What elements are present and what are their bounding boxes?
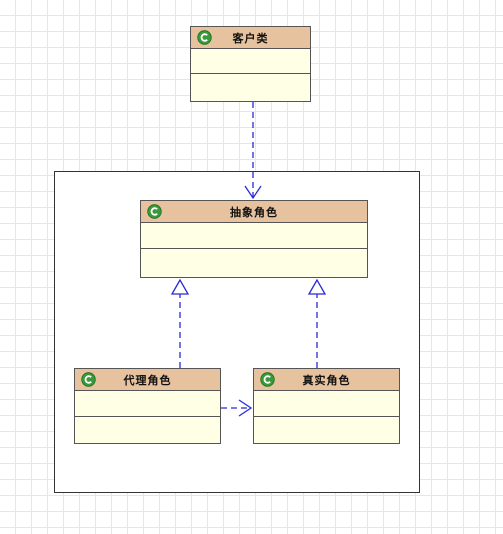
class-client[interactable]: 客户类	[190, 26, 311, 102]
class-subject-attributes	[141, 223, 367, 249]
class-subject-header: 抽象角色	[141, 201, 367, 223]
class-proxy-header: 代理角色	[75, 369, 220, 391]
class-real-header: 真实角色	[254, 369, 399, 391]
class-client-header: 客户类	[191, 27, 310, 49]
class-proxy-operations	[75, 417, 220, 443]
class-proxy[interactable]: 代理角色	[74, 368, 221, 444]
class-c-icon	[81, 372, 96, 387]
class-subject-name: 抽象角色	[230, 205, 278, 219]
class-real-attributes	[254, 391, 399, 417]
class-real-name: 真实角色	[302, 373, 351, 387]
class-subject[interactable]: 抽象角色	[140, 200, 368, 278]
class-proxy-name: 代理角色	[123, 373, 172, 387]
class-c-icon	[147, 204, 162, 219]
class-real[interactable]: 真实角色	[253, 368, 400, 444]
class-proxy-attributes	[75, 391, 220, 417]
class-client-attributes	[191, 49, 310, 74]
class-subject-operations	[141, 249, 367, 277]
class-client-operations	[191, 74, 310, 101]
class-c-icon	[197, 30, 212, 45]
class-c-icon	[260, 372, 275, 387]
class-client-name: 客户类	[232, 31, 269, 45]
class-real-operations	[254, 417, 399, 443]
